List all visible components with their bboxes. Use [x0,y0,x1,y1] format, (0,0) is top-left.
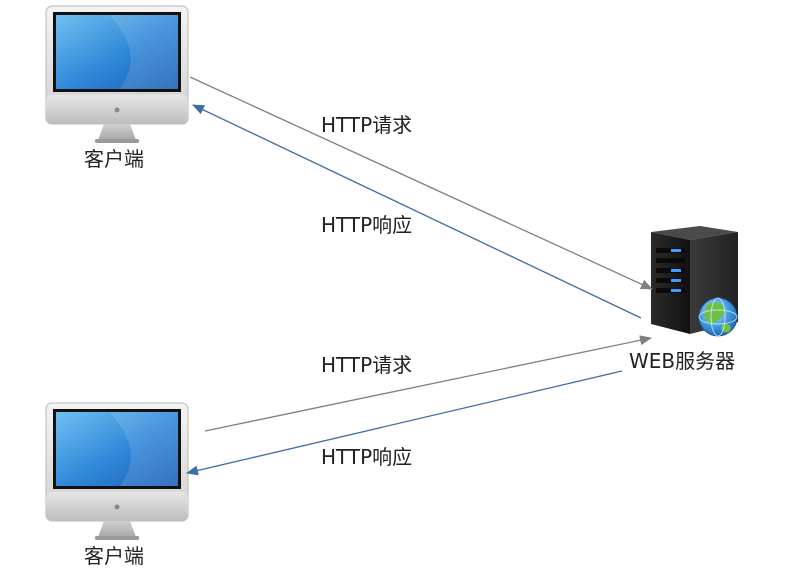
response-label-top: HTTP响应 [321,213,413,237]
client-bottom-monitor-icon [45,402,189,540]
client-top-label: 客户端 [84,147,144,171]
request-arrow-bottom [204,335,652,432]
request-arrow-top [189,76,653,290]
client-top-monitor-icon [45,5,189,143]
server-label: WEB服务器 [629,349,736,373]
request-label-bottom: HTTP请求 [321,353,413,377]
response-arrow-top [192,104,642,319]
response-label-bottom: HTTP响应 [321,445,413,469]
response-arrow-bottom [186,370,623,476]
request-label-top: HTTP请求 [321,113,413,137]
client-bottom-label: 客户端 [84,544,144,568]
server-globe-icon [651,226,738,337]
